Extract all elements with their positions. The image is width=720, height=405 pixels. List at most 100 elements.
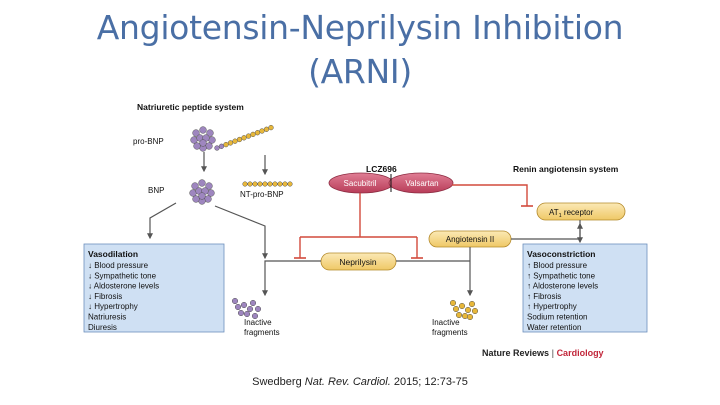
effect-item: ↑ Sympathetic tone [527,271,596,280]
at1-prefix: AT [549,208,559,217]
fragment [461,312,469,320]
bead [250,131,256,138]
inactive-right-line2: fragments [432,328,468,337]
fragment [471,307,479,315]
journal-section: Cardiology [557,348,604,358]
bead [257,181,263,187]
effect-item: ↑ Hypertrophy [527,302,577,311]
title-line-1: Angiotensin-Neprilysin Inhibition [96,8,624,47]
bead [241,135,247,141]
neprilysin-label: Neprilysin [339,257,377,267]
bead [277,181,283,187]
citation-rest: 2015; 12:73-75 [393,376,468,388]
bead [223,141,229,148]
fragment [455,311,463,319]
lcz696-label: LCZ696 [366,164,397,174]
effect-item: ↓ Fibrosis [88,292,122,301]
svg-text:AT1 receptor: AT1 receptor [549,208,594,219]
journal-separator: | [549,348,557,358]
effect-item: ↑ Blood pressure [527,261,588,270]
title-line-2: (ARNI) [308,52,412,91]
bead [199,126,207,134]
fragment [249,299,257,307]
lcz696-drug-capsule: Sacubitril Valsartan [328,172,454,194]
fragment [452,305,460,313]
bead [252,181,258,187]
bnp-to-vasodilation-arrow [147,202,177,240]
bead [227,140,234,146]
fragment [251,312,259,320]
effect-item: ↓ Hypertrophy [88,302,138,311]
vasodilation-list: ↓ Blood pressure↓ Sympathetic tone ↓ Aldo… [88,261,159,332]
bead [263,126,270,132]
bead [232,138,238,144]
citation-journal: Nat. Rev. Cardiol. [304,376,391,388]
bead [287,181,293,187]
valsartan-capsule [388,172,454,194]
raas-label: Renin angiotensin system [513,164,619,174]
fragment [237,309,245,317]
bead [205,182,213,190]
angiotensin-label: Angiotensin II [446,235,494,244]
inactive-left-line1: Inactive [244,318,272,327]
effect-item: Sodium retention [527,313,587,322]
fragment [468,300,476,308]
inactive-right-line1: Inactive [432,318,460,327]
effect-item: ↓ Aldosterone levels [88,282,159,291]
effect-item: ↑ Fibrosis [527,292,561,301]
bead [254,130,261,136]
valsartan-inhibition-line [452,184,528,206]
fragment [254,305,262,313]
nt-pro-bnp-label: NT-pro-BNP [240,190,284,199]
at1-receptor-capsule: AT1 receptor [536,202,626,221]
bead [268,124,274,131]
journal-credit: Nature Reviews | Cardiology [482,348,604,358]
inactive-fragments-right-icon [449,299,479,321]
citation-author: Swedberg [252,376,302,388]
effect-item: ↑ Aldosterone levels [527,282,598,291]
bead [218,143,225,149]
bead [192,129,200,137]
effect-item: Water retention [527,323,581,332]
bead [267,181,273,187]
neprilysin-capsule: Neprilysin [320,252,397,271]
bead [193,142,201,150]
at1-subscript: 1 [559,213,562,219]
bead [198,192,206,200]
inactive-fragments-left-icon [231,297,262,320]
slide-title: Angiotensin-Neprilysin Inhibition (ARNI) [0,6,720,94]
angiotensin-to-at1-arrow [511,222,583,240]
bead [242,181,248,187]
bead [236,136,243,143]
bead [192,195,200,203]
journal-name: Nature Reviews [482,348,549,358]
fragment [458,302,466,310]
bead [214,145,220,151]
vasoconstriction-box: Vasoconstriction ↑ Blood pressure↑ Sympa… [522,243,648,333]
fragment [243,310,251,318]
bead [198,179,206,187]
nt-pro-bnp-chain-icon [242,181,293,187]
bead [191,182,199,190]
bead [262,181,268,187]
bead [259,128,265,134]
vasoconstriction-title: Vasoconstriction [527,249,596,259]
effect-item: ↓ Blood pressure [88,261,149,270]
fragment [466,313,474,321]
bead [282,181,288,187]
fragment [240,301,248,309]
inactive-left-line2: fragments [244,328,280,337]
angiotensin-ii-capsule: Angiotensin II [428,230,512,248]
fragment [449,299,457,307]
bnp-molecule-icon [189,179,215,205]
bead [247,181,253,187]
effect-item: ↓ Sympathetic tone [88,271,157,280]
bnp-to-neprilysin-arrow [214,205,268,260]
effect-item: Natriuresis [88,313,126,322]
fragment [246,305,254,313]
vasoconstriction-list: ↑ Blood pressure↑ Sympathetic tone ↑ Aldo… [527,261,598,332]
sacubitril-label: Sacubitril [344,179,377,188]
vasodilation-title: Vasodilation [88,249,138,259]
at1-suffix: receptor [562,208,594,217]
